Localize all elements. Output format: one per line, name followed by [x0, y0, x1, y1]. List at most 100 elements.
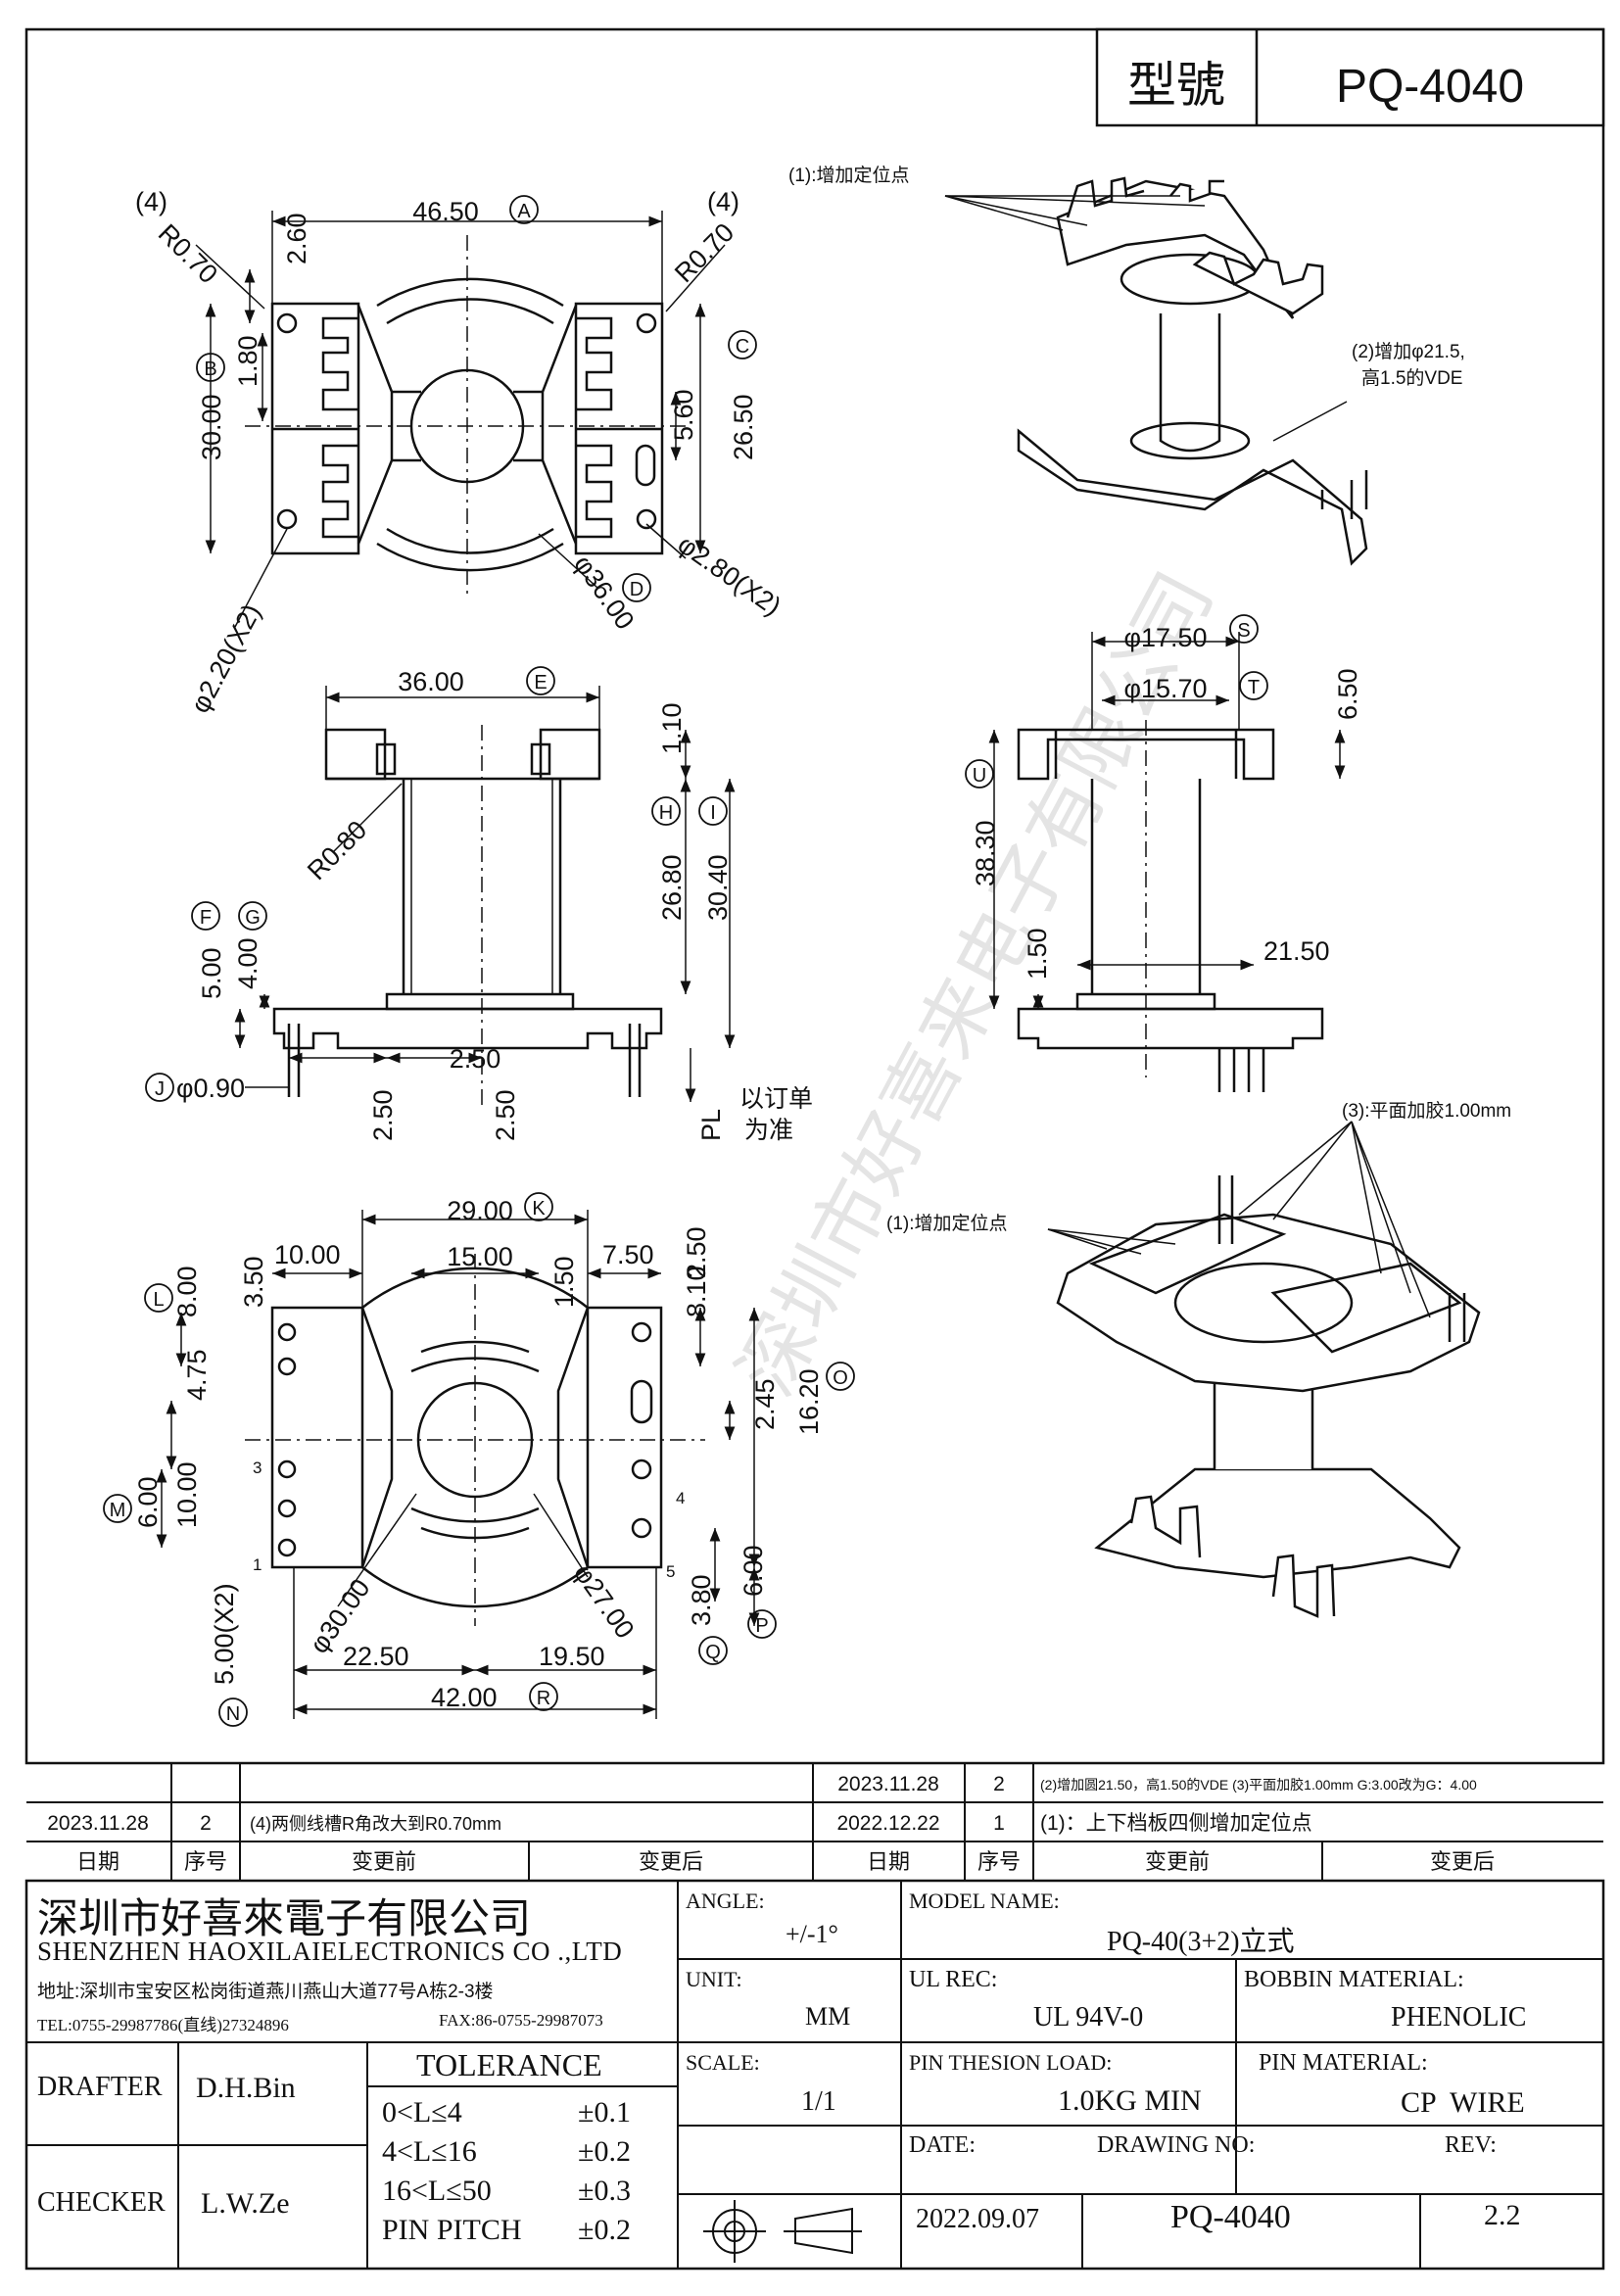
ref-L: L — [153, 1289, 164, 1311]
side-view-dims — [988, 632, 1346, 1009]
rev-2-text: (1)：上下档板四侧增加定位点 — [1040, 1812, 1312, 1835]
dim-1-50-bottom: 1.50 — [549, 1256, 579, 1308]
iso-view-bottom-notes: (3):平面加胶1.00mm (1):增加定位点 — [886, 1100, 1511, 1234]
tol-value-3: ±0.3 — [578, 2175, 631, 2207]
company-name-cn: 深圳市好喜來電子有限公司 — [37, 1897, 532, 1942]
rev-header-date-l: 日期 — [76, 1849, 119, 1874]
pl-note-1: 以订单 — [739, 1085, 813, 1113]
ref-N: N — [226, 1703, 240, 1725]
dim-dia-2-20: φ2.20(X2) — [185, 599, 266, 718]
dim-42-00: 42.00 — [431, 1683, 498, 1712]
tol-value-4: ±0.2 — [578, 2214, 631, 2246]
pin-material-value: CP WIRE — [1401, 2086, 1525, 2119]
ref-O: O — [833, 1367, 848, 1389]
ref-R: R — [537, 1688, 550, 1709]
note-1-bottom: (1):增加定位点 — [886, 1213, 1008, 1234]
drawing-no-value: PQ-4040 — [1170, 2199, 1291, 2235]
date-label: DATE: — [909, 2132, 976, 2158]
title-block-grid — [24, 1879, 1605, 2271]
rev-header-before-r: 变更前 — [1145, 1849, 1210, 1874]
dim-1-50-side: 1.50 — [1023, 928, 1052, 980]
iso-view-bottom — [1056, 1175, 1481, 1618]
rev-header-no-r: 序号 — [977, 1849, 1021, 1874]
dim-15-00: 15.00 — [447, 1242, 513, 1271]
revision-text: 2023.11.28 2 (2)增加圆21.50，高1.50的VDE (3)平面… — [47, 1773, 1495, 1874]
rev-top-no: 2 — [993, 1773, 1005, 1795]
q4-left: (4) — [135, 187, 167, 216]
dim-4-75: 4.75 — [182, 1349, 212, 1401]
dim-dia-17-50: φ17.50 — [1123, 623, 1207, 652]
front-view-dims — [234, 686, 736, 1102]
pin-label-4: 4 — [676, 1489, 685, 1507]
rev-header-before-l: 变更前 — [352, 1849, 416, 1874]
pin-load-label: PIN THESION LOAD: — [909, 2050, 1113, 2075]
dim-5-00: 5.00 — [197, 947, 226, 999]
dim-10-00-vert: 10.00 — [172, 1461, 202, 1528]
unit-label: UNIT: — [686, 1967, 742, 1991]
dim-1-80: 1.80 — [233, 335, 262, 387]
dim-1-10: 1.10 — [657, 702, 687, 754]
dim-8-00: 8.00 — [172, 1266, 202, 1317]
type-label: 型號 — [1127, 58, 1225, 113]
ref-A: A — [517, 201, 531, 222]
rev-2-no: 1 — [993, 1812, 1005, 1835]
company-name-en: SHENZHEN HAOXILAIELECTRONICS CO .,LTD — [37, 1937, 623, 1966]
ref-E: E — [534, 672, 547, 694]
tol-value-2: ±0.2 — [578, 2135, 631, 2168]
drafter-value: D.H.Bin — [196, 2072, 296, 2104]
dim-30-00: 30.00 — [197, 394, 226, 460]
ref-U: U — [973, 765, 986, 787]
dim-36-00: 36.00 — [398, 667, 464, 696]
rev-left-no: 2 — [200, 1812, 212, 1835]
drafter-label: DRAFTER — [37, 2072, 163, 2102]
ref-I: I — [710, 802, 716, 824]
date-value: 2022.09.07 — [916, 2204, 1039, 2234]
unit-value: MM — [805, 2002, 851, 2031]
front-view-labels: 36.00 E 1.10 R0.80 26.80 H 30.40 I 5.00 … — [145, 666, 813, 1144]
dim-5-60: 5.60 — [669, 389, 698, 441]
dim-4-00: 4.00 — [233, 937, 262, 989]
dim-29-00: 29.00 — [447, 1196, 513, 1225]
iso-view-bottom-leaders — [1047, 1121, 1431, 1318]
bottom-view — [245, 1254, 705, 1626]
rev-top-text: (2)增加圆21.50，高1.50的VDE (3)平面加胶1.00mm G:3.… — [1040, 1777, 1477, 1793]
rev-top-date: 2023.11.28 — [837, 1773, 939, 1795]
ref-J: J — [155, 1078, 165, 1100]
r070-left: R0.70 — [153, 218, 223, 289]
top-view — [245, 235, 686, 598]
dim-2-50-c: 2.50 — [450, 1044, 501, 1074]
bottom-view-dims — [156, 1210, 760, 1719]
note-2-line1: (2)增加φ21.5, — [1352, 341, 1465, 362]
bobbin-material-value: PHENOLIC — [1391, 2002, 1527, 2033]
ref-G: G — [245, 907, 261, 929]
dim-3-50: 3.50 — [239, 1256, 268, 1308]
model-number: PQ-4040 — [1336, 61, 1524, 113]
dim-30-40: 30.40 — [703, 854, 733, 921]
dim-26-50: 26.50 — [729, 394, 758, 460]
scale-value: 1/1 — [801, 2086, 836, 2117]
rev-header-after-r: 变更后 — [1430, 1849, 1495, 1874]
tol-range-1: 0<L≤4 — [382, 2096, 462, 2129]
dim-dia-27-00: φ27.00 — [568, 1558, 640, 1644]
dim-3-80: 3.80 — [687, 1574, 716, 1626]
ref-C: C — [736, 336, 749, 358]
ref-B: B — [204, 359, 216, 380]
dim-22-50: 22.50 — [343, 1642, 409, 1671]
rev-left-date: 2023.11.28 — [47, 1812, 149, 1835]
dim-7-50: 7.50 — [602, 1240, 654, 1269]
q4-right: (4) — [707, 187, 739, 216]
bottom-view-labels: 29.00 K 10.00 3.50 15.00 1.50 7.50 2.50 … — [103, 1192, 855, 1727]
dim-2-50-a: 2.50 — [368, 1089, 398, 1141]
dim-dia-2-80: φ2.80(X2) — [673, 529, 786, 621]
rev-header-date-r: 日期 — [867, 1849, 910, 1874]
tol-range-3: 16<L≤50 — [382, 2175, 492, 2207]
dim-6-50: 6.50 — [1333, 668, 1362, 720]
ref-T: T — [1248, 677, 1260, 698]
rev-value: 2.2 — [1484, 2199, 1521, 2231]
iso-view-top — [1017, 176, 1368, 566]
drawing-no-label: DRAWING NO: — [1097, 2132, 1256, 2158]
ref-P: P — [755, 1615, 768, 1637]
r070-right: R0.70 — [669, 217, 739, 288]
dim-2-50-bottom: 2.50 — [682, 1226, 711, 1278]
